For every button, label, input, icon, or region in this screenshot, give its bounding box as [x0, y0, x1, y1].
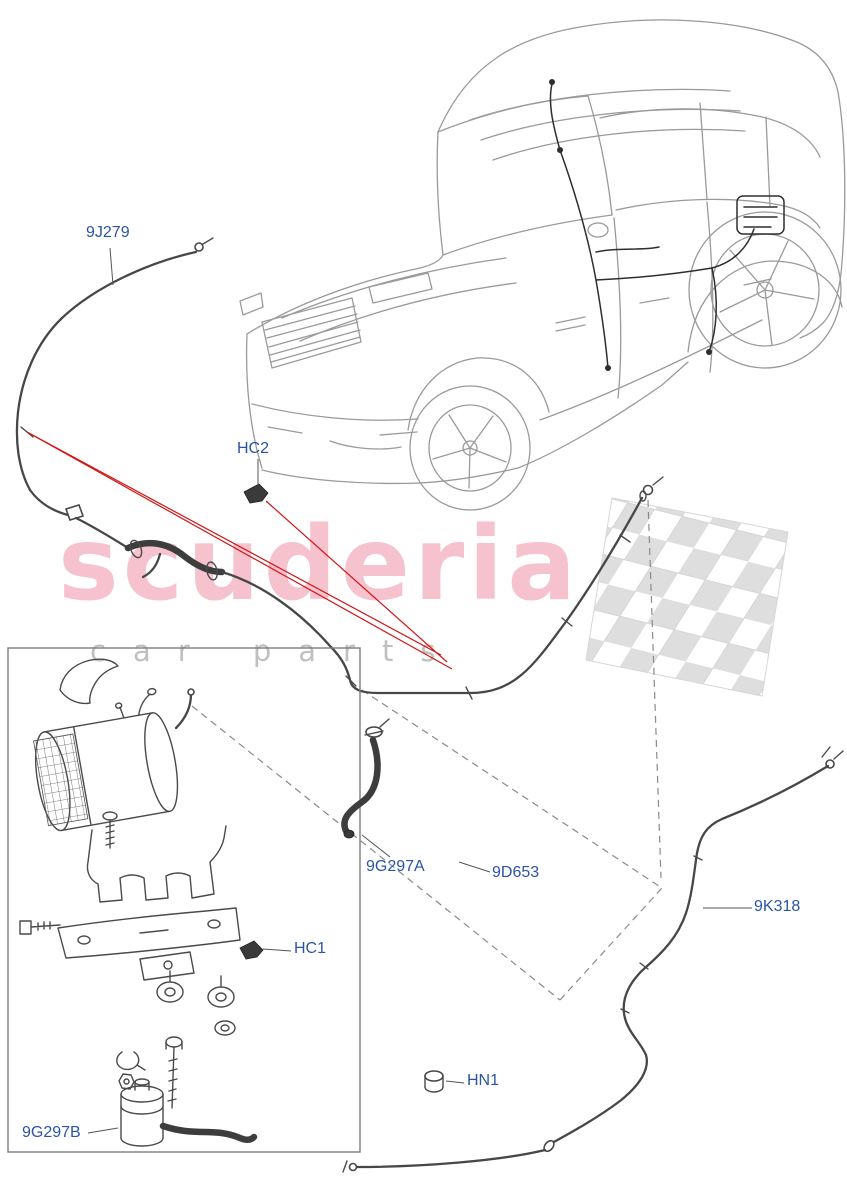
- part-label-HN1[interactable]: HN1: [467, 1072, 500, 1089]
- vehicle-illustration: [239, 19, 846, 511]
- hn1-nut-icon: [424, 1070, 444, 1093]
- canister-detail-box: [7, 647, 361, 1153]
- part-label-9D653[interactable]: 9D653: [492, 864, 540, 881]
- wiring-harness: [549, 79, 785, 371]
- front-wheel: [409, 385, 531, 511]
- leader-lines: [87, 247, 752, 1134]
- part-label-9K318[interactable]: 9K318: [754, 898, 801, 915]
- part-label-HC2[interactable]: HC2: [237, 440, 270, 457]
- watermark-brand: scuderia: [58, 505, 581, 624]
- canister-bracket: [86, 825, 227, 903]
- hc2-clip-callout: [26, 431, 453, 670]
- checkered-flag-watermark: [585, 497, 789, 697]
- hc1-clip-icon: [239, 940, 264, 960]
- filter-9G297B: [120, 1078, 258, 1147]
- part-label-9G297A[interactable]: 9G297A: [366, 858, 425, 875]
- fuel-filler-pipe-9J279: [15, 237, 664, 700]
- part-label-HC1[interactable]: HC1: [294, 940, 327, 957]
- fuel-line-9K318: [342, 746, 844, 1173]
- part-label-9J279[interactable]: 9J279: [86, 224, 130, 241]
- hose-9G297A: [341, 718, 390, 839]
- evap-canister: [33, 687, 179, 832]
- hc2-clip-icon: [243, 483, 269, 504]
- dashed-projection-lines: [191, 499, 663, 1001]
- part-label-9G297B[interactable]: 9G297B: [22, 1124, 81, 1141]
- watermark-subtitle: car parts: [90, 634, 463, 668]
